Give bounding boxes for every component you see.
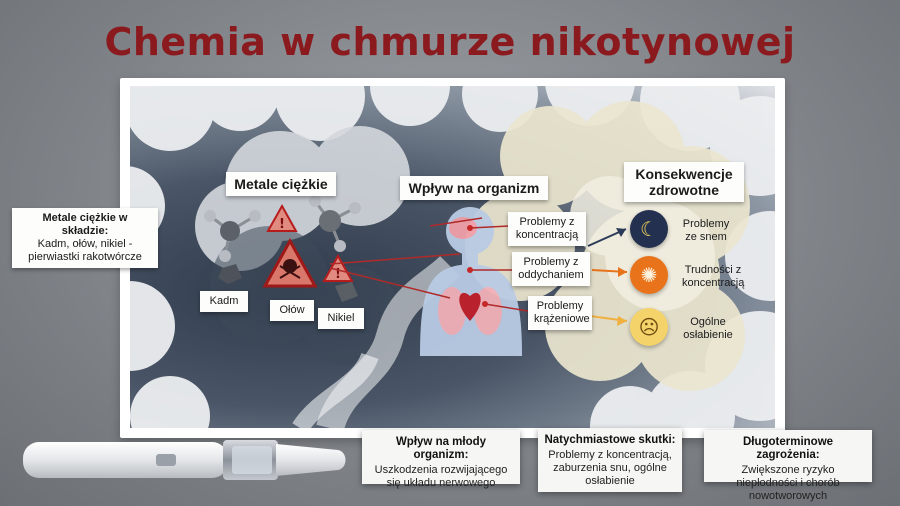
- nickel-chunk: [335, 282, 358, 302]
- info-box-immediate-effects: Natychmiastowe skutki: Problemy z koncen…: [538, 428, 682, 492]
- effect-circulation: Problemy krążeniowe: [528, 296, 592, 330]
- moon-icon: ☾: [630, 210, 668, 248]
- info-box-title: Natychmiastowe skutki:: [544, 434, 676, 446]
- skull-warning-icon: [262, 237, 318, 288]
- heavy-metals-note-title: Metale ciężkie w składzie:: [42, 212, 128, 237]
- metal-label-nickel: Nikiel: [318, 308, 364, 329]
- cloud-illustration: ! !: [130, 86, 775, 428]
- info-box-title: Długoterminowe zagrożenia:: [742, 436, 834, 461]
- heavy-metals-note-text: Kadm, ołów, nikiel - pierwiastki rakotwó…: [28, 238, 142, 263]
- brain-icon: ✺: [630, 256, 668, 294]
- svg-text:!: !: [279, 217, 285, 232]
- info-box-young-body: Wpływ na młody organizm: Uszkodzenia roz…: [362, 430, 520, 489]
- molecule-icon-2: [309, 195, 361, 252]
- warning-icon: !: [266, 203, 298, 232]
- heavy-metals-note: Metale ciężkie w składzie: Kadm, ołów, n…: [12, 208, 158, 268]
- effect-breathing: Problemy z oddychaniem: [512, 252, 590, 286]
- info-box-text: Uszkodzenia rozwijającego się układu ner…: [374, 464, 508, 489]
- cloud-panel: ! !: [120, 78, 785, 438]
- tired-face-icon: ☹: [630, 308, 668, 346]
- e-cigarette-icon: [23, 440, 346, 480]
- cloud-scene: ! !: [130, 86, 775, 428]
- metal-label-cadmium: Kadm: [200, 291, 248, 312]
- metals-heading: Metale ciężkie: [226, 172, 336, 196]
- body-effects-heading: Wpływ na organizm: [400, 176, 548, 200]
- info-box-long-term: Długoterminowe zagrożenia: Zwiększone ry…: [704, 430, 872, 502]
- info-box-text: Zwiększone ryzyko niepłodności i chorób …: [736, 464, 840, 502]
- consequence-sleep: Problemy ze snem: [682, 218, 730, 243]
- consequence-weakness: Ogólne osłabienie: [683, 316, 733, 341]
- metal-label-lead: Ołów: [270, 300, 314, 321]
- consequence-concentration: Trudności z koncentracją: [682, 264, 745, 289]
- human-body-icon: [420, 207, 522, 356]
- cadmium-chunk: [218, 264, 242, 284]
- svg-text:!: !: [335, 267, 341, 282]
- consequences-heading: Konsekwencje zdrowotne: [624, 162, 744, 202]
- effect-concentration: Problemy z koncentracją: [508, 212, 586, 246]
- molecule-icon: [204, 210, 261, 262]
- info-box-title: Wpływ na młody organizm:: [395, 436, 487, 461]
- page-title: Chemia w chmurze nikotynowej: [104, 20, 796, 64]
- info-box-text: Problemy z koncentracją, zaburzenia snu,…: [548, 449, 672, 487]
